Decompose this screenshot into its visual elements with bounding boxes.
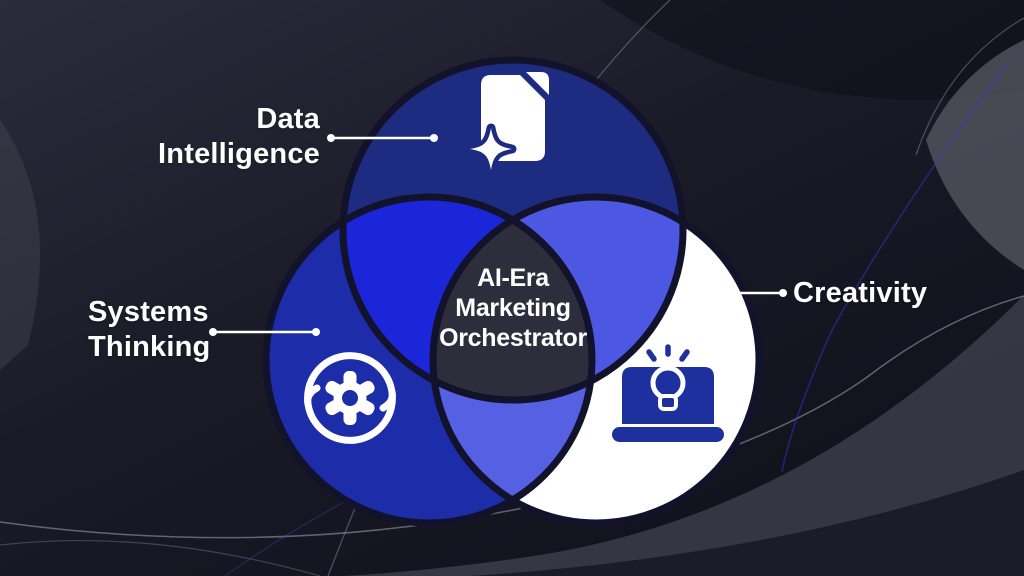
center-title-line3: Orchestrator bbox=[439, 324, 587, 352]
creativity-connector bbox=[737, 289, 787, 297]
center-title: AI-Era Marketing Orchestrator bbox=[439, 263, 587, 353]
data-intelligence-label: Data Intelligence bbox=[158, 102, 320, 173]
creativity-label: Creativity bbox=[793, 276, 927, 311]
venn-outlines bbox=[262, 56, 763, 527]
data-intelligence-label-line2: Intelligence bbox=[158, 138, 320, 171]
gear-sync-icon bbox=[304, 352, 396, 444]
systems-thinking-label-line2: Thinking bbox=[88, 331, 211, 364]
center-title-line2: Marketing bbox=[455, 294, 571, 322]
lightbulb-rays bbox=[646, 344, 690, 362]
data-intelligence-connector bbox=[327, 134, 438, 142]
systems-thinking-label: Systems Thinking bbox=[88, 295, 210, 366]
creativity-label-line1: Creativity bbox=[793, 277, 928, 309]
systems-thinking-label-line1: Systems bbox=[88, 296, 209, 328]
systems-thinking-connector bbox=[209, 328, 320, 336]
connectors bbox=[209, 134, 787, 336]
data-intelligence-label-line1: Data bbox=[256, 103, 320, 135]
document-sparkle-icon bbox=[465, 72, 549, 175]
venn-center-region bbox=[433, 197, 592, 400]
laptop-lightbulb-icon bbox=[612, 344, 724, 442]
center-title-line1: AI-Era bbox=[477, 264, 549, 292]
